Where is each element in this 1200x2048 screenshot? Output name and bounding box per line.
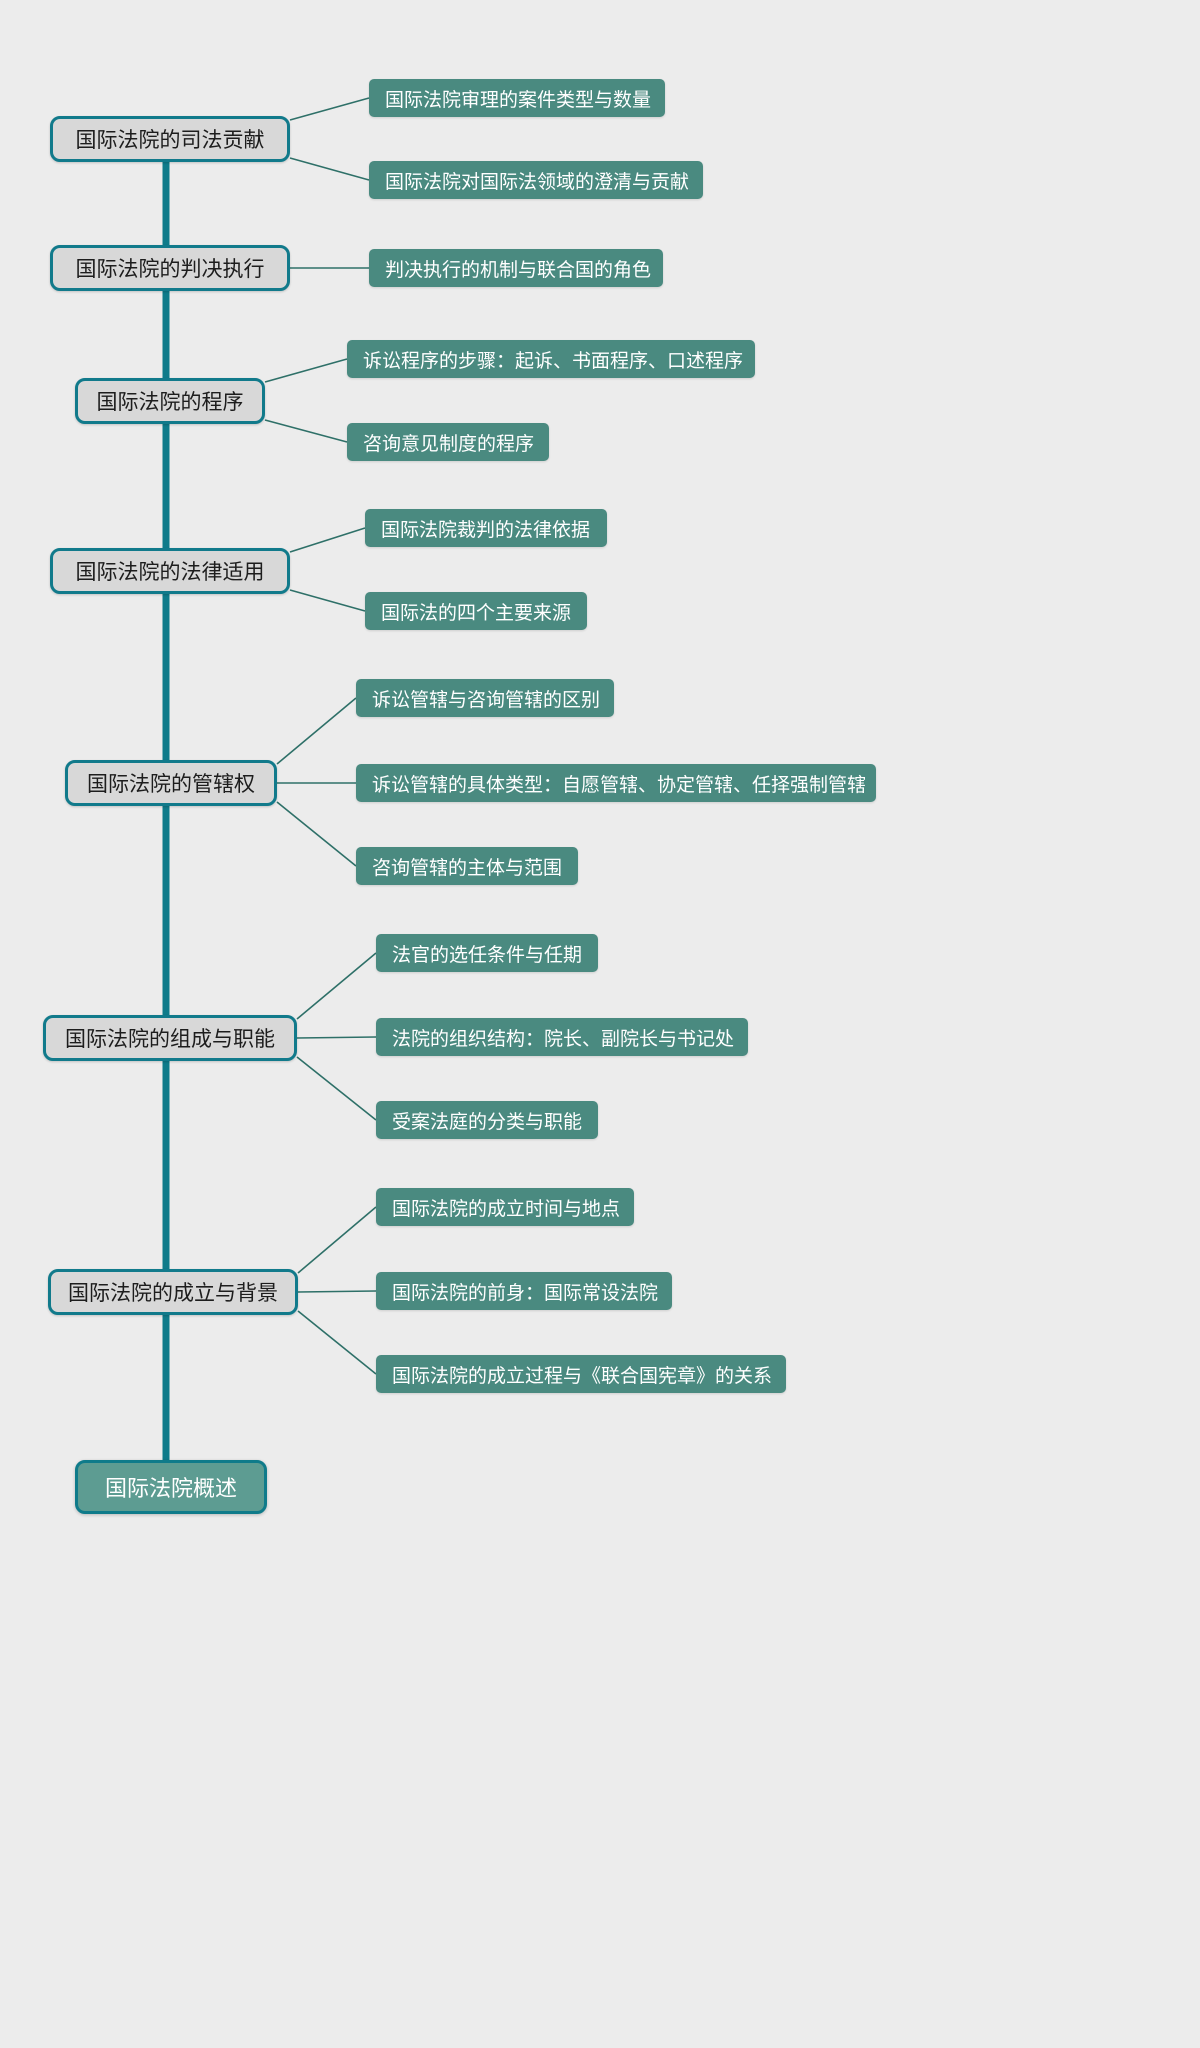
connector-judicial-contribution-0 [289,97,370,121]
branch-node-establishment-background[interactable]: 国际法院的成立与背景 [48,1269,298,1315]
connector-composition-functions-1 [296,1036,377,1039]
connector-composition-functions-0 [296,952,377,1020]
leaf-node-applicable-law-1[interactable]: 国际法的四个主要来源 [365,592,587,630]
branch-node-judgment-enforcement[interactable]: 国际法院的判决执行 [50,245,290,291]
connector-applicable-law-1 [289,589,366,612]
leaf-node-establishment-background-0[interactable]: 国际法院的成立时间与地点 [376,1188,634,1226]
connector-judicial-contribution-1 [289,157,370,181]
connector-establishment-background-2 [297,1310,377,1375]
connector-composition-functions-2 [296,1056,377,1121]
connector-procedure-0 [264,358,348,383]
branch-node-judicial-contribution[interactable]: 国际法院的司法贡献 [50,116,290,162]
leaf-node-jurisdiction-2[interactable]: 咨询管辖的主体与范围 [356,847,578,885]
root-node[interactable]: 国际法院概述 [75,1460,267,1514]
branch-node-composition-functions[interactable]: 国际法院的组成与职能 [43,1015,297,1061]
branch-node-procedure[interactable]: 国际法院的程序 [75,378,265,424]
leaf-node-judicial-contribution-1[interactable]: 国际法院对国际法领域的澄清与贡献 [369,161,703,199]
leaf-node-jurisdiction-0[interactable]: 诉讼管辖与咨询管辖的区别 [356,679,614,717]
branch-node-applicable-law[interactable]: 国际法院的法律适用 [50,548,290,594]
connector-procedure-1 [264,419,348,443]
leaf-node-procedure-1[interactable]: 咨询意见制度的程序 [347,423,549,461]
leaf-node-judicial-contribution-0[interactable]: 国际法院审理的案件类型与数量 [369,79,665,117]
leaf-node-judgment-enforcement-0[interactable]: 判决执行的机制与联合国的角色 [369,249,663,287]
connector-establishment-background-0 [297,1206,377,1274]
leaf-node-jurisdiction-1[interactable]: 诉讼管辖的具体类型：自愿管辖、协定管辖、任择强制管辖 [356,764,876,802]
connector-establishment-background-1 [297,1290,377,1293]
leaf-node-procedure-0[interactable]: 诉讼程序的步骤：起诉、书面程序、口述程序 [347,340,755,378]
leaf-node-composition-functions-0[interactable]: 法官的选任条件与任期 [376,934,598,972]
leaf-node-applicable-law-0[interactable]: 国际法院裁判的法律依据 [365,509,607,547]
connector-applicable-law-0 [289,527,366,553]
connector-jurisdiction-0 [276,697,357,765]
connector-jurisdiction-2 [276,801,357,867]
leaf-node-composition-functions-2[interactable]: 受案法庭的分类与职能 [376,1101,598,1139]
branch-node-jurisdiction[interactable]: 国际法院的管辖权 [65,760,277,806]
leaf-node-composition-functions-1[interactable]: 法院的组织结构：院长、副院长与书记处 [376,1018,748,1056]
leaf-node-establishment-background-2[interactable]: 国际法院的成立过程与《联合国宪章》的关系 [376,1355,786,1393]
leaf-node-establishment-background-1[interactable]: 国际法院的前身：国际常设法院 [376,1272,672,1310]
